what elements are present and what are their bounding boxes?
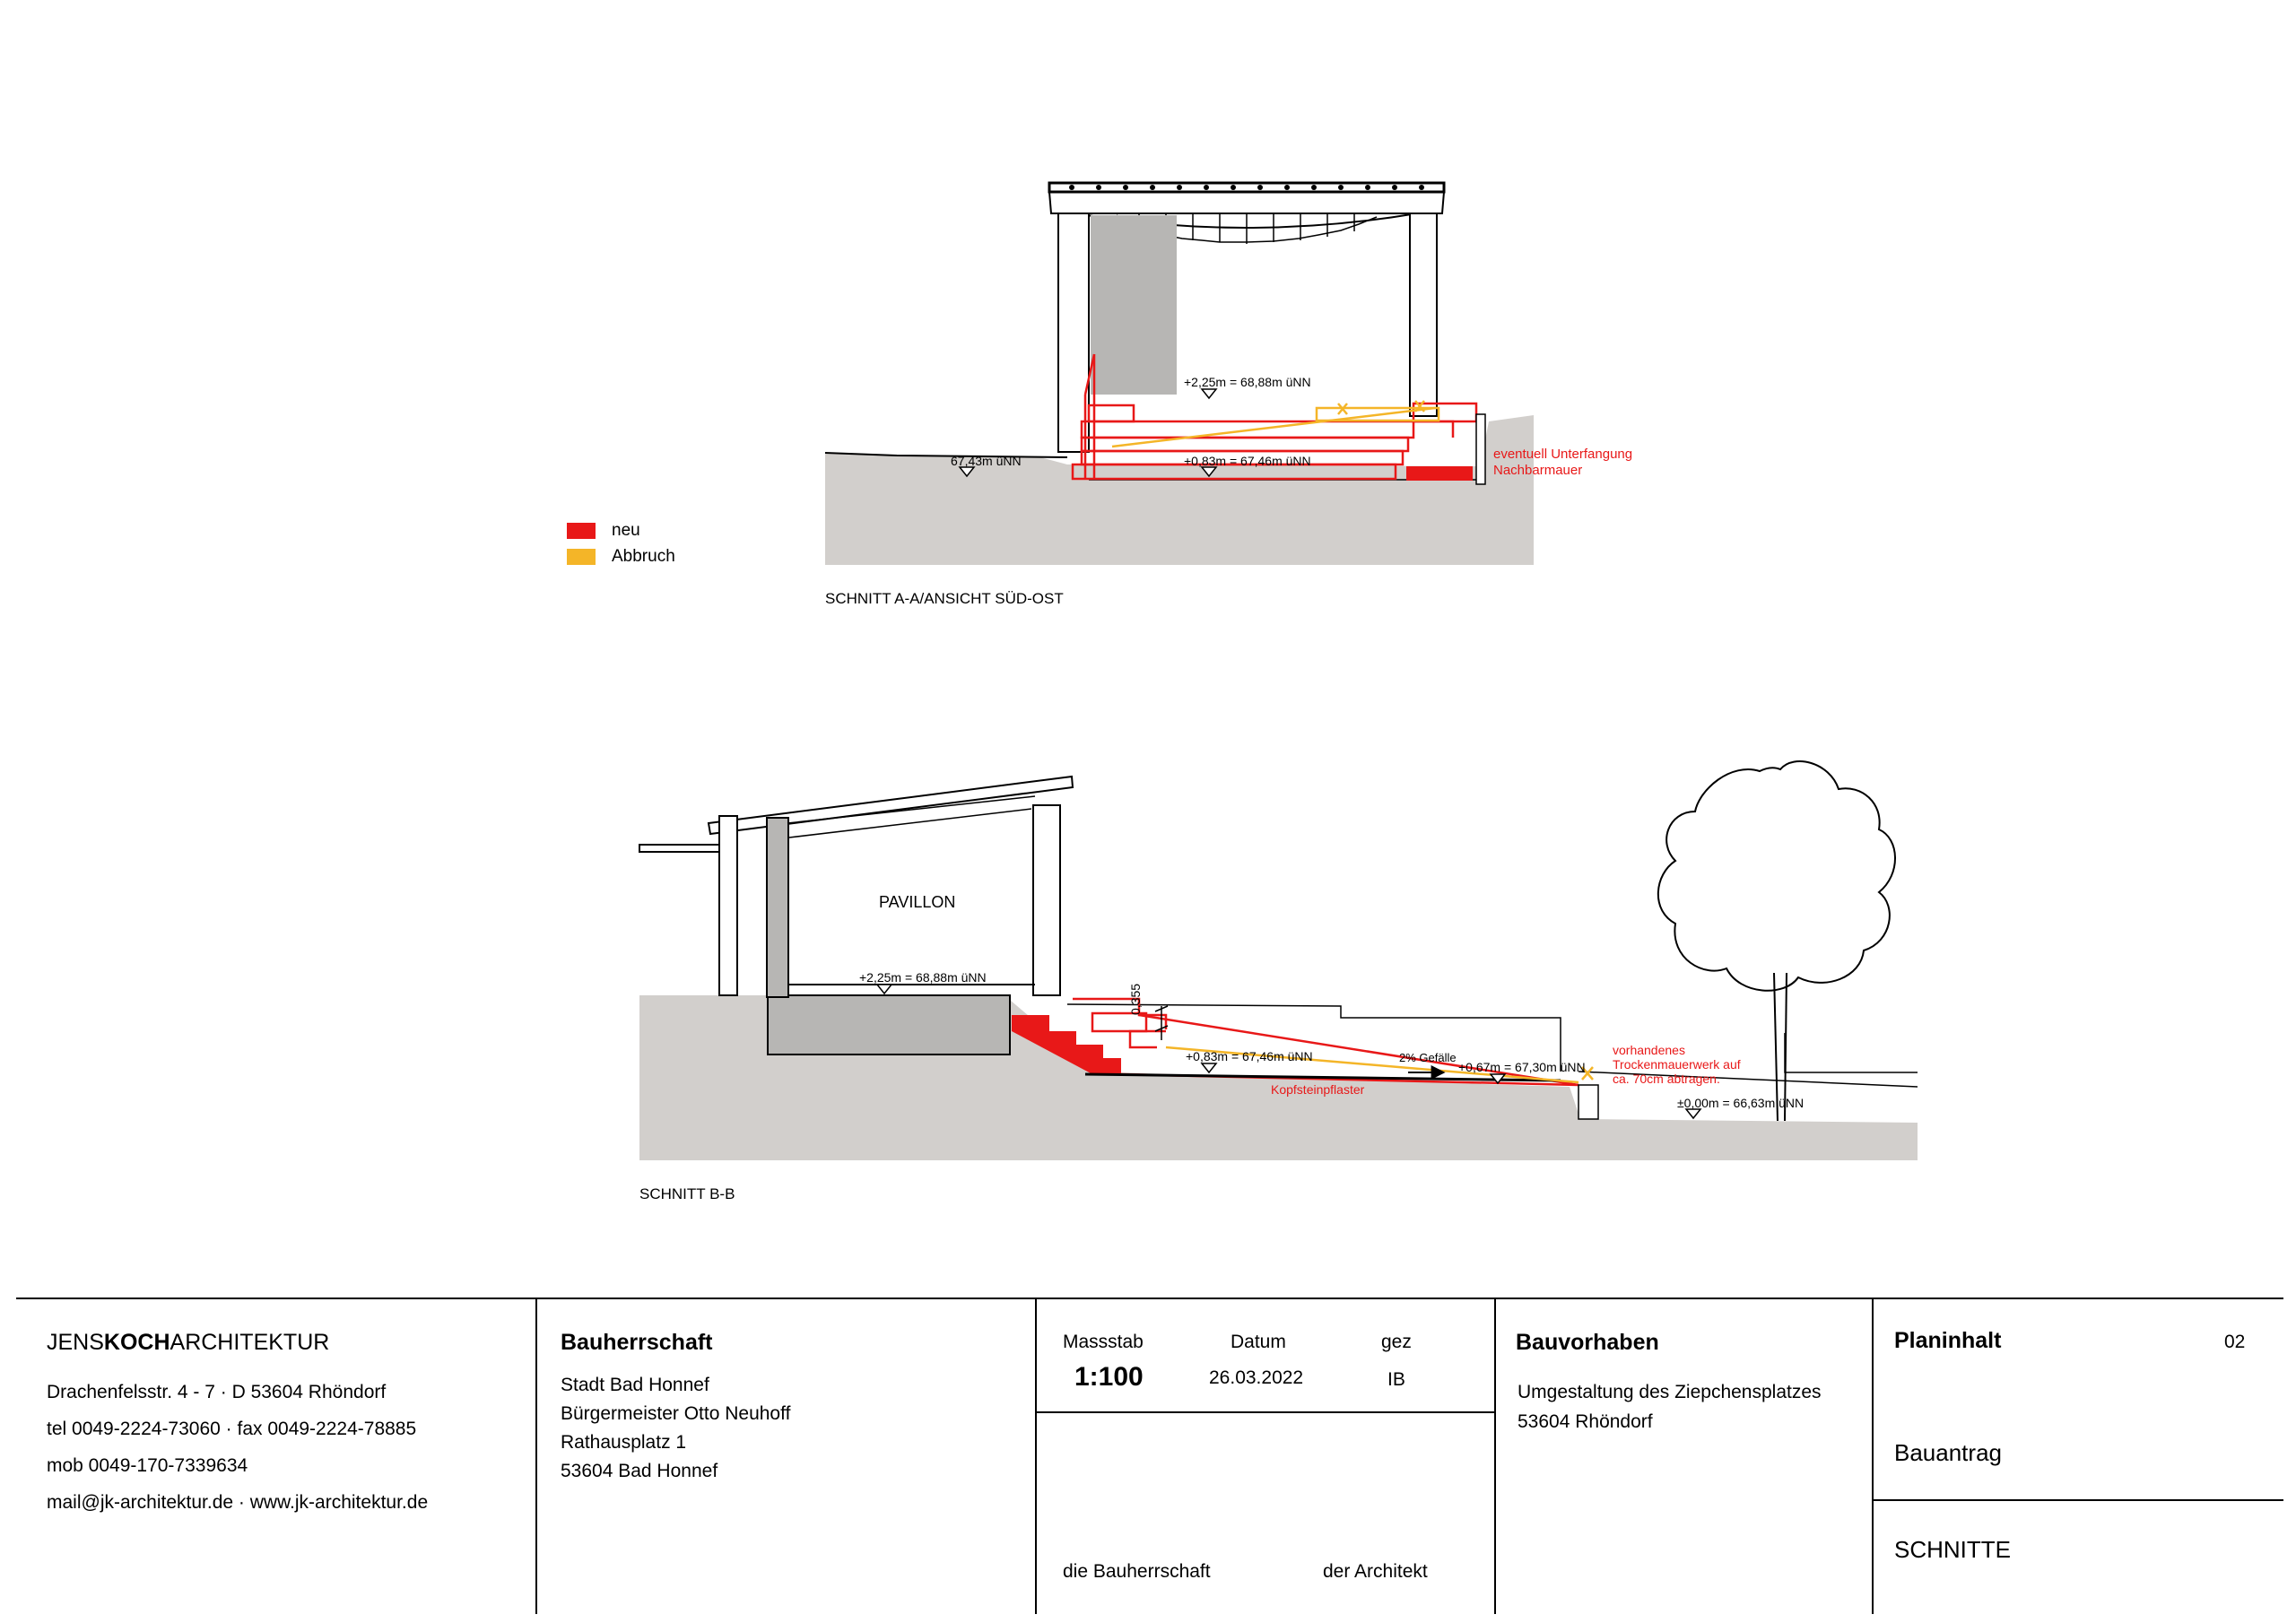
step-dimension-label: 0,355 xyxy=(1128,983,1143,1015)
plan-heading: Planinhalt xyxy=(1894,1328,2002,1353)
section-aa-drawing xyxy=(824,181,1534,565)
legend-demolition-label: Abbruch xyxy=(612,547,675,566)
sign-client: die Bauherrschaft xyxy=(1063,1561,1211,1582)
step-dimension-bb xyxy=(1154,1005,1169,1040)
level-pavilion-bb: +2,25m = 68,88m üNN xyxy=(859,970,987,985)
titleblock-frame xyxy=(16,1298,2283,1614)
neighbour-wall-aa xyxy=(1475,413,1486,485)
level-left-aa: 67,43m üNN xyxy=(951,454,1022,468)
demolition-aa xyxy=(1111,400,1440,448)
plan-number: 02 xyxy=(2224,1332,2246,1352)
note-bb-line3: ca. 70cm abtragen. xyxy=(1613,1072,1720,1086)
level-top-aa: +2,25m = 68,88m üNN xyxy=(1184,375,1311,389)
slope-label: 2% Gefälle xyxy=(1399,1051,1457,1064)
pavilion-roof-aa xyxy=(1048,181,1446,244)
plan-type: Bauantrag xyxy=(1894,1439,2002,1466)
paving-line-bb xyxy=(1084,1072,1561,1082)
project-line1: Umgestaltung des Ziepchensplatzes xyxy=(1518,1382,1822,1402)
sign-architect: der Architekt xyxy=(1323,1561,1428,1582)
dry-wall-bb xyxy=(1578,1084,1599,1120)
section-aa-title: SCHNITT A-A/ANSICHT SÜD-OST xyxy=(825,590,1064,607)
underpinning-block-aa xyxy=(1406,466,1473,481)
legend-new: neu xyxy=(567,521,640,541)
office-name: JENSKOCHARCHITEKTUR xyxy=(47,1329,329,1356)
level-mid-bb: +0,83m = 67,46m üNN xyxy=(1186,1049,1313,1063)
column-left-aa xyxy=(1057,213,1090,453)
office-name-part3: ARCHITEKTUR xyxy=(170,1330,330,1355)
note-bb-line2: Trockenmauerwerk auf xyxy=(1613,1057,1741,1072)
basement-bb xyxy=(767,994,1011,1055)
level-right-bb: +0,67m = 67,30m üNN xyxy=(1458,1060,1586,1074)
pavilion-bb xyxy=(639,775,1074,998)
level-marker-top-aa xyxy=(1200,388,1218,400)
level-marker-left-aa xyxy=(958,466,976,478)
project-heading: Bauvorhaben xyxy=(1516,1330,1659,1355)
ground-fill-aa xyxy=(825,415,1534,565)
level-marker-mid-bb xyxy=(1200,1063,1218,1074)
pavilion-label: PAVILLON xyxy=(879,893,956,911)
scale-value: 1:100 xyxy=(1074,1362,1144,1392)
office-web: mail@jk-architektur.de · www.jk-architek… xyxy=(47,1492,429,1513)
plan-content: SCHNITTE xyxy=(1894,1536,2011,1563)
legend-new-label: neu xyxy=(612,521,640,540)
ground-line-aa xyxy=(824,452,1068,458)
note-aa-line1: eventuell Unterfangung xyxy=(1493,447,1633,462)
scale-label: Massstab xyxy=(1063,1332,1144,1352)
new-stairs-bb xyxy=(1012,1015,1121,1074)
date-label: Datum xyxy=(1231,1332,1286,1352)
date-value: 26.03.2022 xyxy=(1209,1367,1304,1388)
section-bb-title: SCHNITT B-B xyxy=(639,1185,735,1202)
office-phone: tel 0049-2224-73060 · fax 0049-2224-7888… xyxy=(47,1419,417,1439)
level-marker-pavilion-bb xyxy=(875,984,893,995)
note-aa-line2: Nachbarmauer xyxy=(1493,463,1583,478)
office-address: Drachenfelsstr. 4 - 7 · D 53604 Rhöndorf xyxy=(47,1382,387,1402)
level-mid-aa: +0,83m = 67,46m üNN xyxy=(1184,454,1311,468)
demolition-bb xyxy=(1165,1046,1594,1084)
level-marker-zero-bb xyxy=(1684,1108,1702,1120)
office-name-part1: JENS xyxy=(47,1330,104,1355)
drawn-value: IB xyxy=(1387,1369,1405,1390)
back-wall-aa xyxy=(1091,215,1177,395)
new-works-aa xyxy=(1071,353,1478,481)
paving-label: Kopfsteinpflaster xyxy=(1271,1082,1365,1097)
legend-new-swatch xyxy=(567,523,596,539)
legend-demolition-swatch xyxy=(567,549,596,565)
tree-bb xyxy=(1657,760,1896,1122)
client-line3: Rathausplatz 1 xyxy=(561,1432,687,1453)
office-name-part2: KOCH xyxy=(103,1330,170,1355)
legend-demolition: Abbruch xyxy=(567,547,675,567)
client-line1: Stadt Bad Honnef xyxy=(561,1375,709,1395)
section-bb-drawing xyxy=(639,760,1918,1160)
note-bb-line1: vorhandenes xyxy=(1613,1043,1685,1057)
drawn-label: gez xyxy=(1381,1332,1412,1352)
client-line2: Bürgermeister Otto Neuhoff xyxy=(561,1403,791,1424)
project-line2: 53604 Rhöndorf xyxy=(1518,1411,1653,1432)
level-zero-bb: ±0,00m = 66,63m üNN xyxy=(1677,1096,1805,1110)
column-right-aa xyxy=(1409,213,1438,417)
level-marker-mid-aa xyxy=(1200,466,1218,478)
client-line4: 53604 Bad Honnef xyxy=(561,1461,718,1481)
client-heading: Bauherrschaft xyxy=(561,1330,713,1355)
office-mobile: mob 0049-170-7339634 xyxy=(47,1455,248,1476)
level-marker-right-bb xyxy=(1489,1073,1507,1085)
